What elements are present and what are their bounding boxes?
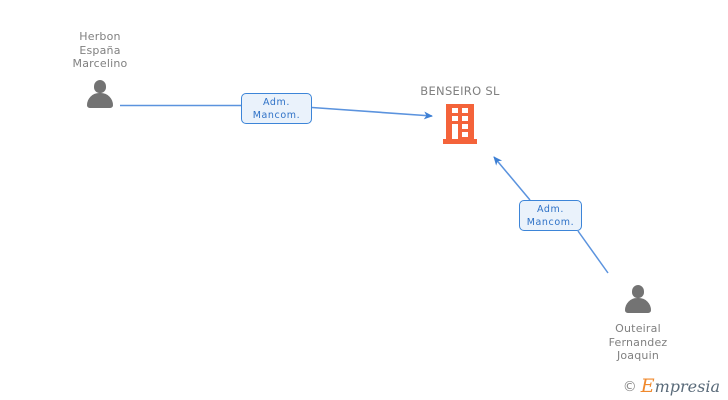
building-base [443,139,477,144]
edge-person2-to-label2 [577,230,609,274]
person-head [94,79,106,93]
person-1-name: Herbon España Marcelino [72,30,128,70]
copyright-icon: © [622,378,637,395]
relation-label-adm-mancom-2[interactable]: Adm. Mancom. [519,200,582,231]
building-window [462,124,468,129]
person-head [632,285,644,298]
building-door [452,128,458,139]
person-2-name: Outeiral Fernandez Joaquin [608,322,668,362]
edge-label2-to-company [493,156,531,201]
person-icon [623,285,653,313]
building-window [452,116,458,121]
building-window [462,108,468,113]
brand-rest: mpresia [654,377,720,396]
brand-initial: E [640,375,655,397]
edge-label1-to-company [311,106,433,120]
building-window [452,108,458,113]
person-node-1[interactable]: Herbon España Marcelino [48,30,152,108]
company-name: BENSEIRO SL [420,84,500,98]
building-window [462,132,468,137]
building-icon [443,104,477,144]
person-icon [85,79,115,108]
building-window [452,124,458,129]
person-node-2[interactable]: Outeiral Fernandez Joaquin [588,285,688,363]
building-window [462,116,468,121]
company-node[interactable]: BENSEIRO SL [395,84,525,144]
relation-label-adm-mancom-1[interactable]: Adm. Mancom. [241,93,312,124]
building-tower [446,104,474,139]
person-body [87,92,113,108]
watermark: © Empresia [622,375,720,397]
person-body [625,298,651,313]
brand-logo: Empresia [640,375,720,397]
